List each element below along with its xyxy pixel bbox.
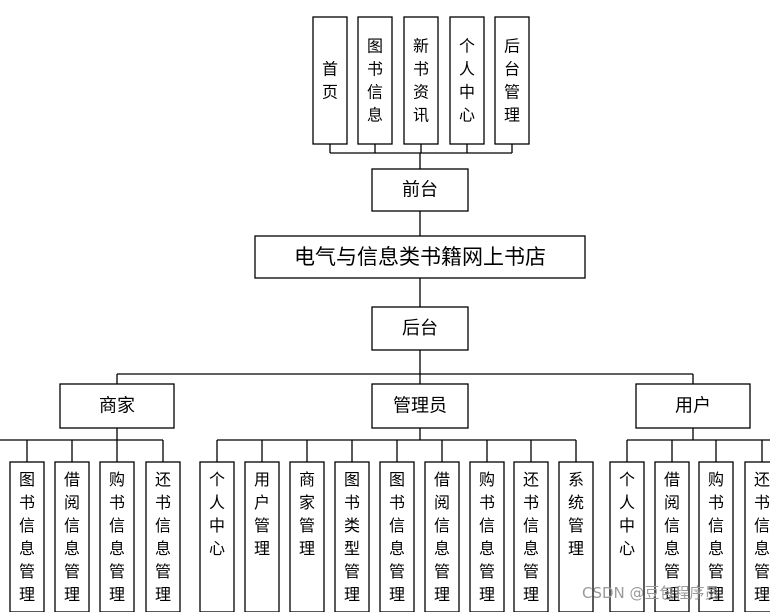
role-2-module-4-label: 图书类型管理 xyxy=(344,470,360,604)
role-3-module-2: 借阅信息管理 xyxy=(654,461,690,612)
role-2-module-8-label: 还书信息管理 xyxy=(523,470,539,604)
role-1-module-1-label: 图书信息管理 xyxy=(19,470,35,604)
frontend-module-5-label: 后台管理 xyxy=(504,37,520,125)
frontend-module-1-label: 首页 xyxy=(322,60,338,102)
role-2-module-8: 还书信息管理 xyxy=(513,461,549,612)
role-2-module-4: 图书类型管理 xyxy=(334,461,370,612)
role-2-module-6-label: 借阅信息管理 xyxy=(434,470,450,604)
role-1-module-3-label: 购书信息管理 xyxy=(109,470,125,604)
frontend-module-4-label: 个人中心 xyxy=(459,37,475,125)
system-title-node: 电气与信息类书籍网上书店 xyxy=(254,235,586,279)
role-3-module-3: 购书信息管理 xyxy=(698,461,734,612)
role-2-module-7: 购书信息管理 xyxy=(469,461,505,612)
role-3-module-3-label: 购书信息管理 xyxy=(708,470,724,604)
frontend-node: 前台 xyxy=(371,168,469,212)
role-3-module-1: 个人中心 xyxy=(609,461,645,612)
role-1-module-2: 借阅信息管理 xyxy=(54,461,90,612)
role-2-module-7-label: 购书信息管理 xyxy=(479,470,495,604)
role-1-module-3: 购书信息管理 xyxy=(99,461,135,612)
role-3-module-4-label: 还书信息管理 xyxy=(754,470,770,604)
role-3-module-1-label: 个人中心 xyxy=(619,470,635,558)
frontend-module-1: 首页 xyxy=(312,16,348,145)
role-3-module-4: 还书信息管理 xyxy=(744,461,770,612)
system-title-node-label: 电气与信息类书籍网上书店 xyxy=(294,245,546,269)
frontend-module-4: 个人中心 xyxy=(449,16,485,145)
role-node-1: 商家 xyxy=(59,383,175,429)
role-2-module-5-label: 图书信息管理 xyxy=(389,470,405,604)
frontend-module-3: 新书资讯 xyxy=(403,16,439,145)
frontend-node-label: 前台 xyxy=(402,180,438,201)
role-2-module-9-label: 系统管理 xyxy=(568,470,584,558)
role-2-module-1: 个人中心 xyxy=(199,461,235,612)
role-2-module-2: 用户管理 xyxy=(244,461,280,612)
role-1-module-1: 图书信息管理 xyxy=(9,461,45,612)
node-boxes: 首页图书信息新书资讯个人中心后台管理前台电气与信息类书籍网上书店后台商家图书信息… xyxy=(9,16,770,612)
role-3-module-2-label: 借阅信息管理 xyxy=(664,470,680,604)
frontend-module-2-label: 图书信息 xyxy=(367,37,383,125)
role-2-module-6: 借阅信息管理 xyxy=(424,461,460,612)
backend-node-label: 后台 xyxy=(402,318,438,339)
frontend-module-5: 后台管理 xyxy=(494,16,530,145)
role-2-module-9: 系统管理 xyxy=(558,461,594,612)
role-1-module-4-label: 还书信息管理 xyxy=(155,470,171,604)
connector-lines xyxy=(0,144,770,462)
role-node-3-label: 用户 xyxy=(675,396,711,417)
role-node-1-label: 商家 xyxy=(99,396,135,417)
role-2-module-2-label: 用户管理 xyxy=(254,470,270,558)
role-node-2-label: 管理员 xyxy=(393,396,447,417)
frontend-module-3-label: 新书资讯 xyxy=(413,37,429,125)
role-2-module-5: 图书信息管理 xyxy=(379,461,415,612)
role-2-module-1-label: 个人中心 xyxy=(209,470,225,558)
role-node-3: 用户 xyxy=(635,383,751,429)
role-node-2: 管理员 xyxy=(371,383,469,429)
role-2-module-3-label: 商家管理 xyxy=(299,470,315,558)
frontend-module-2: 图书信息 xyxy=(357,16,393,145)
watermark-text: CSDN @豆包程序员 xyxy=(582,584,720,602)
role-1-module-2-label: 借阅信息管理 xyxy=(64,470,80,604)
role-2-module-3: 商家管理 xyxy=(289,461,325,612)
backend-node: 后台 xyxy=(371,306,469,351)
role-1-module-4: 还书信息管理 xyxy=(145,461,181,612)
